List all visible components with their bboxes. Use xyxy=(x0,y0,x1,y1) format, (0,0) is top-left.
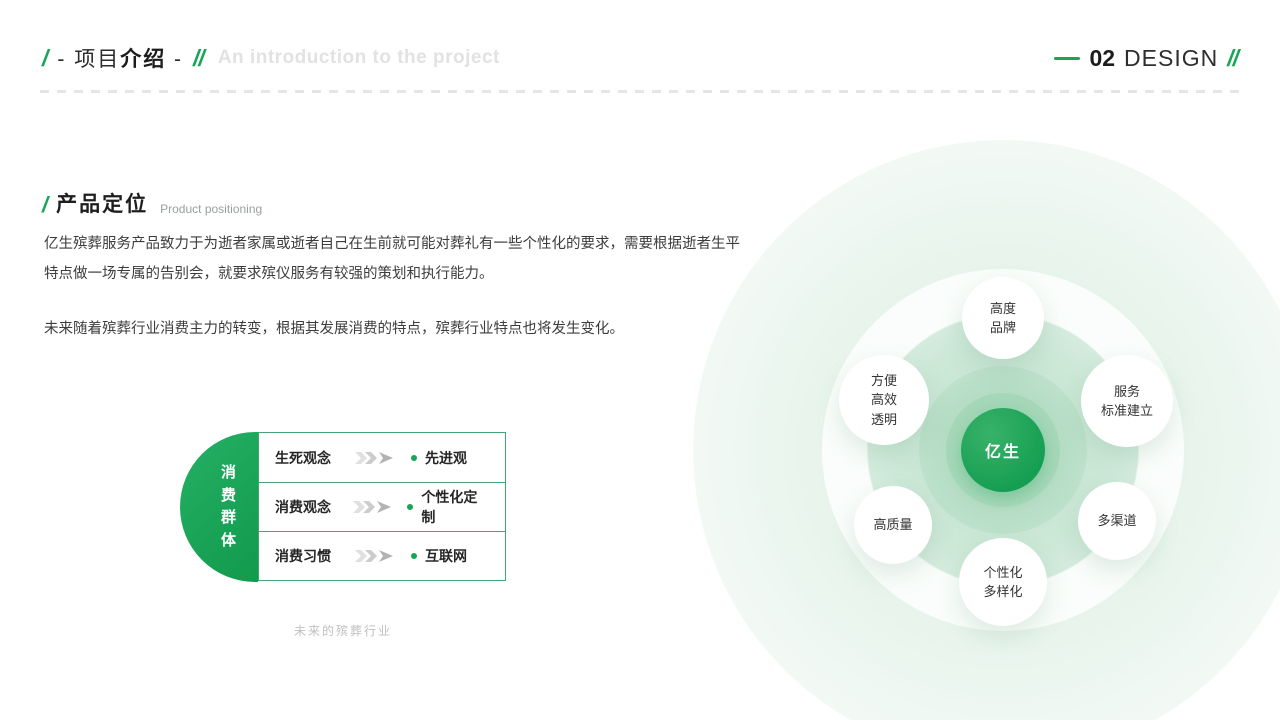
page-title: - 项目介绍 - xyxy=(57,43,183,73)
table-row: 消费观念 个性化定制 xyxy=(259,482,505,531)
paragraph: 亿生殡葬服务产品致力于为逝者家属或逝者自己在生前就可能对葬礼有一些个性化的要求，… xyxy=(44,236,740,282)
body-text: 亿生殡葬服务产品致力于为逝者家属或逝者自己在生前就可能对葬礼有一些个性化的要求，… xyxy=(44,230,750,345)
row-result: 先进观 xyxy=(411,448,467,468)
section-subtitle: Product positioning xyxy=(160,202,263,216)
node-quality: 高质量 xyxy=(854,486,932,564)
consumer-group-diagram: 消 费 群 体 生死观念 先进观 消费观念 个性化定制 xyxy=(180,432,506,639)
ecosystem-diagram: 高度 品牌 服务 标准建立 多渠道 个性化 多样化 高质量 方便 高效 透明 亿… xyxy=(683,130,1280,720)
arrow-icon xyxy=(355,550,399,562)
page-number: 02 xyxy=(1089,44,1116,71)
paragraph: 未来随着殡葬行业消费主力的转变，根据其发展消费的特点，殡葬行业特点也将发生变化。 xyxy=(44,321,624,338)
consumer-group-label: 消 费 群 体 xyxy=(220,464,237,549)
bullet-icon xyxy=(411,454,417,461)
consumer-group-semicircle: 消 费 群 体 xyxy=(180,432,258,582)
node-service-standard: 服务 标准建立 xyxy=(1081,355,1173,447)
arrow-icon xyxy=(355,451,399,464)
consumer-rows: 生死观念 先进观 消费观念 个性化定制 消费习惯 xyxy=(258,432,506,581)
bullet-icon xyxy=(411,553,417,559)
slash-icon: / xyxy=(42,192,49,217)
arrow-icon xyxy=(352,501,396,513)
page-title-suffix: - xyxy=(166,48,184,71)
slash-icon: / xyxy=(42,44,48,71)
row-result-label: 个性化定制 xyxy=(421,489,478,525)
row-result-label: 先进观 xyxy=(425,449,467,466)
dashed-divider xyxy=(40,90,1240,93)
row-topic: 生死观念 xyxy=(275,449,331,466)
row-result: 个性化定制 xyxy=(407,487,489,527)
page-number-block: 02 DESIGN // xyxy=(1054,44,1239,72)
double-slash-icon: // xyxy=(1227,44,1239,71)
page-label: DESIGN xyxy=(1124,44,1219,71)
row-result: 互联网 xyxy=(411,546,467,566)
node-convenience: 方便 高效 透明 xyxy=(839,355,929,445)
section-title: 产品定位 xyxy=(56,193,149,216)
page-title-bold: 介绍 xyxy=(120,48,167,71)
page-subtitle-en: An introduction to the project xyxy=(217,47,500,68)
node-brand: 高度 品牌 xyxy=(962,277,1044,359)
page-title-prefix: - 项目 xyxy=(57,48,121,71)
section-header: / 产品定位 Product positioning xyxy=(42,188,262,218)
row-topic: 消费观念 xyxy=(275,499,331,515)
row-topic: 消费习惯 xyxy=(275,548,331,564)
row-result-label: 互联网 xyxy=(425,548,467,564)
table-row: 消费习惯 互联网 xyxy=(259,531,505,580)
consumer-table: 消 费 群 体 生死观念 先进观 消费观念 个性化定制 xyxy=(180,432,506,582)
dash-icon xyxy=(1054,56,1081,60)
diagram-center: 亿生 xyxy=(961,408,1045,492)
node-personalization: 个性化 多样化 xyxy=(959,538,1047,626)
slide-header: / - 项目介绍 - // An introduction to the pro… xyxy=(42,40,1239,76)
double-slash-icon: // xyxy=(193,44,205,71)
bullet-icon xyxy=(407,504,414,510)
node-multi-channel: 多渠道 xyxy=(1078,482,1156,560)
table-row: 生死观念 先进观 xyxy=(259,433,505,482)
diagram-caption: 未来的殡葬行业 xyxy=(293,624,392,638)
